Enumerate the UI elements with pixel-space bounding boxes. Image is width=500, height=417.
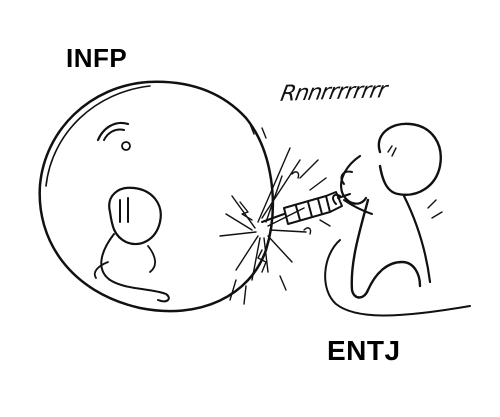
balloon-outline-stroke2 <box>45 85 151 187</box>
shine-dot <box>121 141 131 151</box>
shake-line-1 <box>427 199 437 209</box>
shine-mark-2 <box>103 128 125 141</box>
inner-character-body <box>100 233 170 303</box>
sound-effect-text: Rnnrrrrrrrr <box>278 78 389 107</box>
burst-lines <box>219 123 331 305</box>
infp-label: INFP <box>66 43 128 73</box>
entj-hand <box>332 193 341 205</box>
entj-body <box>350 198 422 299</box>
inner-character-leg <box>93 261 109 279</box>
needle <box>261 191 351 225</box>
ground-line <box>324 239 471 317</box>
inner-character-arm <box>147 245 156 273</box>
entj-label: ENTJ <box>327 335 401 366</box>
entj-face-mouth <box>340 154 368 205</box>
entj-arm <box>343 199 373 215</box>
entj-head <box>377 122 442 196</box>
inner-character-head <box>108 186 162 246</box>
entj-jaw <box>340 170 353 185</box>
shine-mark <box>96 121 130 142</box>
entj-cheek-lines <box>387 145 397 157</box>
balloon-outline <box>38 80 275 313</box>
shake-line-2 <box>431 211 443 219</box>
entj-back <box>402 194 432 284</box>
